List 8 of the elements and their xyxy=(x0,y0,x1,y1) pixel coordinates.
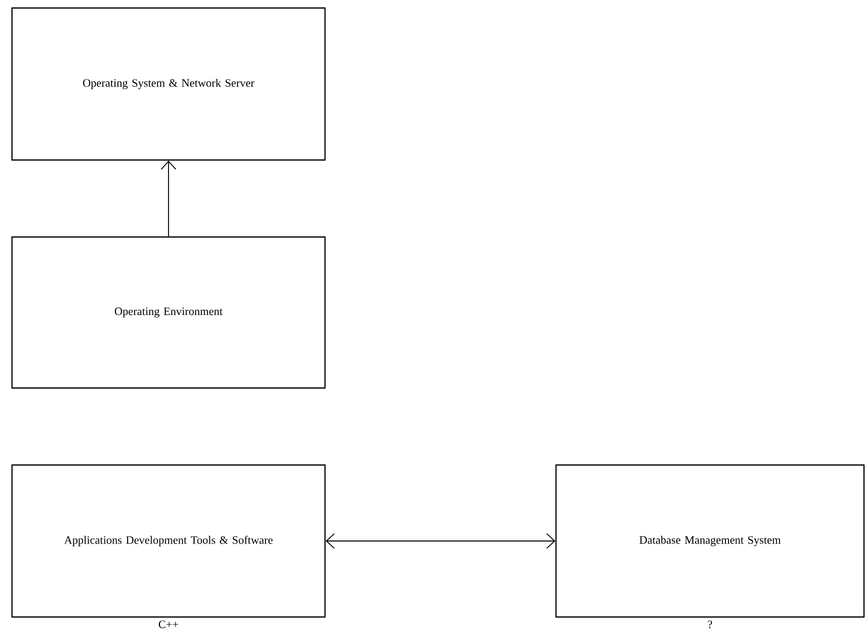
arrow xyxy=(160,160,176,237)
process-box: Operating System & Network Server xyxy=(11,7,326,161)
process-box: Database Management System xyxy=(555,464,865,618)
process-box: Applications Development Tools & Software xyxy=(11,464,326,618)
process-box: Operating Environment xyxy=(11,236,326,389)
box-caption: ? xyxy=(708,620,712,628)
box-caption: C++ xyxy=(158,620,178,628)
arrow xyxy=(326,533,556,549)
